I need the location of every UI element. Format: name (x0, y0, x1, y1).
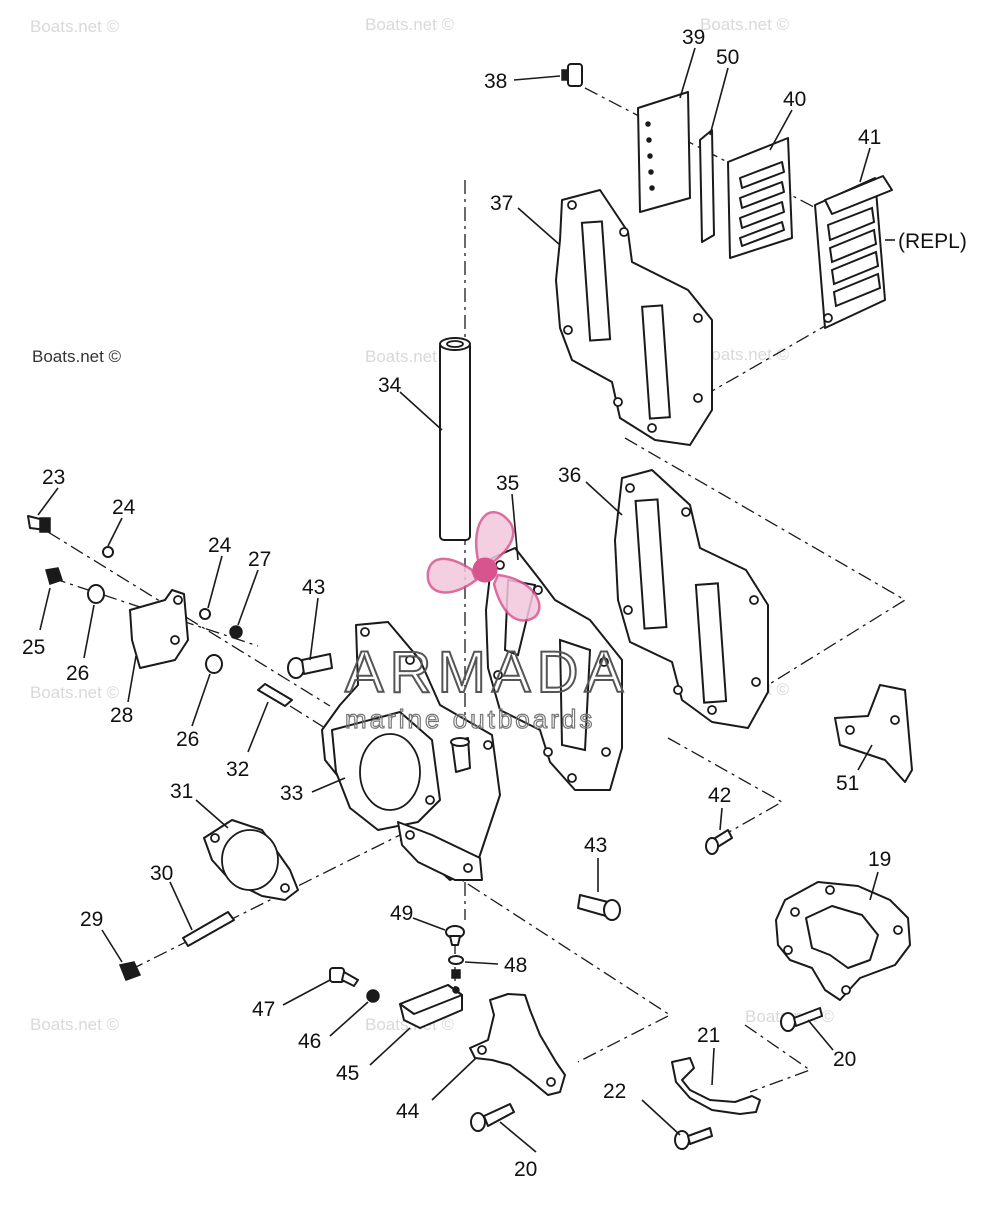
part-50-spacer-strip (699, 129, 715, 243)
part-38-screw (561, 63, 583, 87)
watermark-faint: Boats.net © (365, 347, 455, 366)
part-51-bracket (834, 684, 913, 783)
part-20-screw (780, 1007, 823, 1032)
part-24-nut (102, 546, 211, 620)
brand-tagline: marine outboards (345, 704, 595, 734)
callout-43: 43 (584, 834, 607, 857)
part-40-reed-petals (727, 137, 793, 259)
callout-38: 38 (484, 70, 507, 93)
callout-35: 35 (496, 472, 519, 495)
part-49-screw (445, 925, 465, 946)
callout-30: 30 (150, 862, 173, 885)
part-41-reed-block (814, 175, 893, 329)
callout-42: 42 (708, 784, 731, 807)
leader-lines (37, 47, 895, 1153)
part-31-gasket (203, 819, 299, 901)
armada-logo: ARMADA marine outboards (344, 511, 629, 735)
callout-40: 40 (783, 88, 806, 111)
callout-20: 20 (514, 1158, 537, 1181)
watermark-main: Boats.net © (32, 347, 122, 366)
part-46-washer (366, 989, 380, 1003)
part-22-screw (674, 1127, 713, 1150)
part-27-nut (229, 625, 243, 639)
part-47-screw (329, 967, 359, 987)
part-34-tube (439, 337, 471, 541)
callout-50: 50 (716, 46, 739, 69)
callout-19: 19 (868, 848, 891, 871)
callout-47: 47 (252, 998, 275, 1021)
callout-43: 43 (302, 576, 325, 599)
watermark-faint: Boats.net © (700, 15, 790, 34)
part-29-nut (118, 961, 142, 981)
part-19-mount (775, 881, 911, 1001)
callout-20: 20 (833, 1048, 856, 1071)
part-28-plate (129, 589, 189, 669)
callout-33: 33 (280, 782, 303, 805)
part-39-reed-stop (637, 91, 691, 213)
callout-32: 32 (226, 758, 249, 781)
callout-51: 51 (836, 772, 859, 795)
callouts: 38 39 50 40 41 (REPL) 37 34 35 36 23 24 … (22, 26, 967, 1181)
part-44-link-arm (469, 993, 566, 1096)
part-45-block (399, 984, 463, 1029)
part-26-washer (87, 584, 223, 674)
callout-29: 29 (80, 908, 103, 931)
callout-49: 49 (390, 902, 413, 925)
part-33-intake-body (321, 621, 501, 881)
callout-34: 34 (378, 374, 402, 397)
part-23-fitting (27, 515, 51, 533)
part-42-screw (705, 829, 733, 855)
part-21-strap-clip (671, 1057, 761, 1115)
callout-27: 27 (248, 548, 271, 571)
callout-24: 24 (208, 534, 232, 557)
part-32-stud (257, 683, 293, 707)
brand-name: ARMADA (345, 640, 629, 705)
note-repl: (REPL) (898, 230, 967, 253)
callout-44: 44 (396, 1100, 420, 1123)
callout-26: 26 (66, 662, 89, 685)
part-36-gasket (614, 469, 769, 729)
callout-21: 21 (697, 1024, 720, 1047)
callout-41: 41 (858, 126, 881, 149)
part-37-gasket (555, 189, 713, 446)
callout-25: 25 (22, 636, 45, 659)
callout-23: 23 (42, 466, 65, 489)
part-25-nut (45, 567, 63, 585)
callout-22: 22 (603, 1080, 626, 1103)
part-20-screw (470, 1103, 515, 1132)
part-48-washer (448, 955, 464, 979)
part-30-stud (182, 911, 235, 947)
callout-37: 37 (490, 192, 513, 215)
watermark-faint: Boats.net © (365, 15, 455, 34)
callout-46: 46 (298, 1030, 321, 1053)
watermark-faint: Boats.net © (30, 17, 120, 36)
part-43-screw-lower (577, 894, 621, 921)
callout-45: 45 (336, 1062, 359, 1085)
callout-31: 31 (170, 780, 193, 803)
callout-24: 24 (112, 496, 136, 519)
watermark-faint: Boats.net © (30, 683, 120, 702)
callout-48: 48 (504, 954, 527, 977)
callout-39: 39 (682, 26, 705, 49)
callout-26: 26 (176, 728, 199, 751)
watermark-faint: Boats.net © (30, 1015, 120, 1034)
callout-36: 36 (558, 464, 581, 487)
callout-28: 28 (110, 704, 133, 727)
